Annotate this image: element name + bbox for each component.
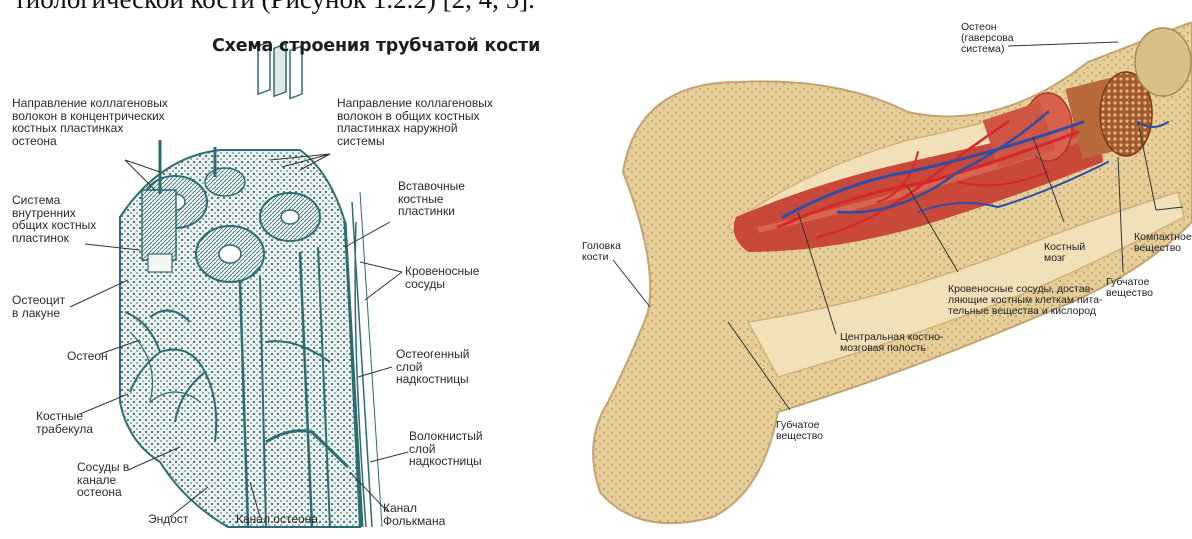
label-central-cavity: Центральная костно-мозговая полость	[840, 332, 943, 354]
header-text: тиологической кости (Рисунок 1.2.2) [2, …	[14, 0, 535, 15]
femur-drawing	[578, 22, 1192, 539]
tubular-bone-scheme: Схема строения трубчатой кости Направлен…	[0, 22, 488, 539]
page-header: тиологической кости (Рисунок 1.2.2) [2, …	[0, 0, 1192, 22]
label-osteon: Остеон	[67, 350, 108, 363]
osteon-cylinder	[142, 190, 176, 260]
label-endost: Эндост	[148, 513, 188, 526]
label-vessels: Кровеносные сосуды, достав-ляющие костны…	[948, 284, 1103, 317]
scheme-title: Схема строения трубчатой кости	[212, 36, 540, 56]
label-osteon-canal: Канал остеона	[236, 513, 318, 526]
osteon-cylinder-end	[1135, 28, 1191, 96]
